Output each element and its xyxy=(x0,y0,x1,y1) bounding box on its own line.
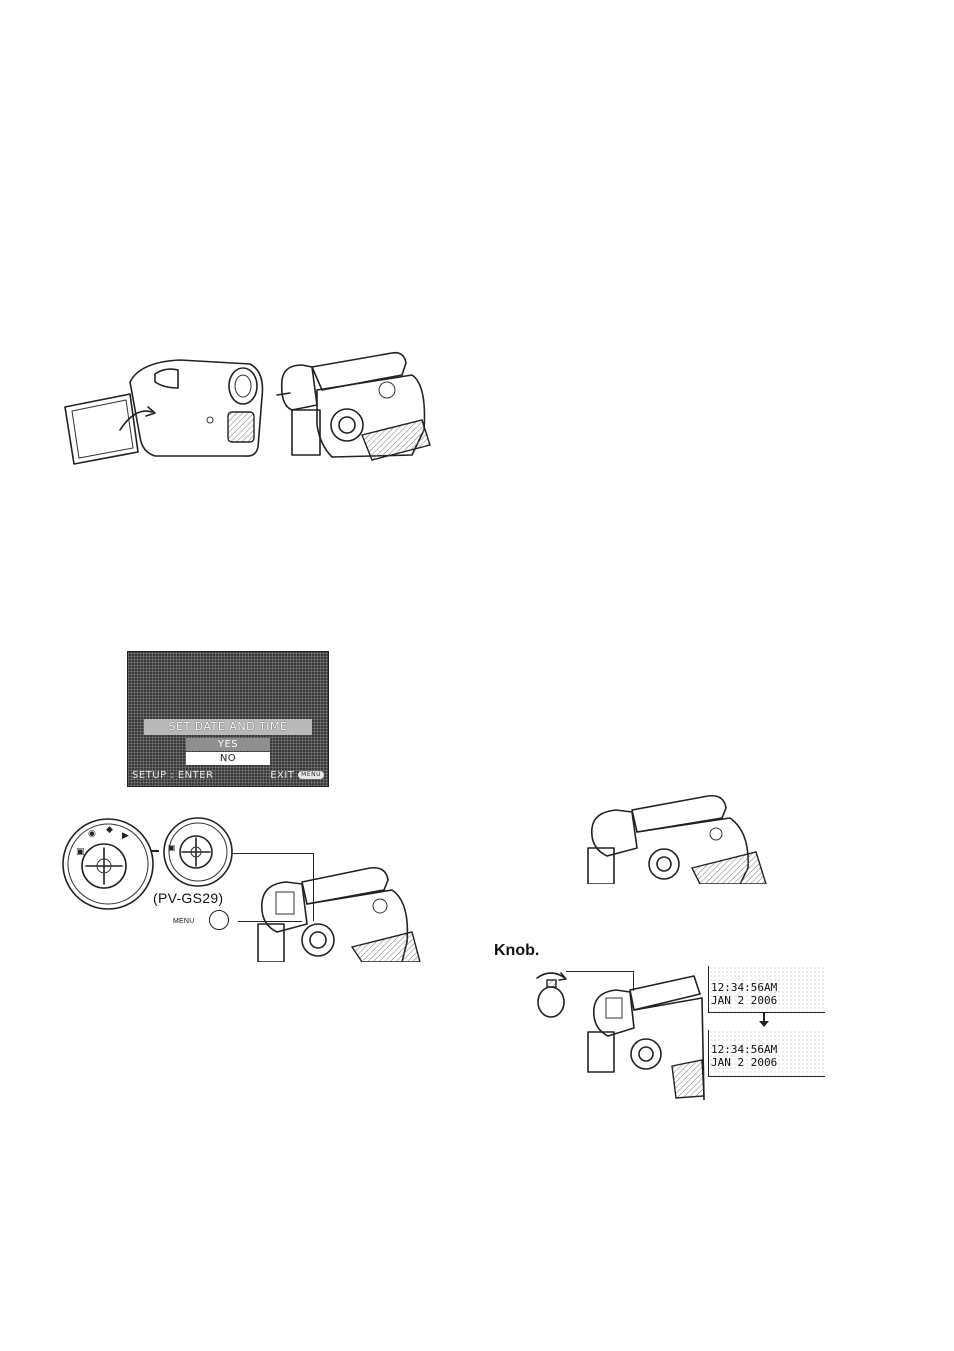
menu-footer-exit: EXIT xyxy=(270,770,294,781)
camcorder-lcd-open-illustration xyxy=(60,352,270,467)
menu-footer-exit-group: EXIT MENU xyxy=(270,769,324,783)
arrow-down-icon xyxy=(758,1012,770,1028)
menu-footer-exit-button: MENU xyxy=(298,771,324,779)
camcorder-right-illustration xyxy=(580,788,770,884)
mode-dial-icon: ▣ ◉ ◆ ▶ xyxy=(58,814,158,914)
leader-line xyxy=(232,853,314,854)
menu-footer: SETUP : ENTER EXIT MENU xyxy=(132,769,324,783)
menu-title: SET DATE AND TIME xyxy=(144,719,312,735)
knob-icon[interactable] xyxy=(531,968,571,1020)
menu-option-no[interactable]: NO xyxy=(186,752,270,765)
svg-text:▶: ▶ xyxy=(122,831,129,841)
arrow-icon xyxy=(151,850,159,852)
time-before: 12:34:56AM xyxy=(709,981,825,994)
camcorder-knob-illustration xyxy=(584,970,706,1100)
knob-label: Knob. xyxy=(494,942,539,960)
svg-text:◉: ◉ xyxy=(88,829,96,839)
time-after: 12:34:56AM xyxy=(709,1043,825,1056)
time-display-before: 12:34:56AM JAN 2 2006 xyxy=(708,966,825,1013)
menu-button-label: MENU xyxy=(173,918,194,925)
svg-text:▣: ▣ xyxy=(168,843,176,852)
set-date-time-menu-screen: SET DATE AND TIME YES NO SETUP : ENTER E… xyxy=(127,651,329,787)
date-before: JAN 2 2006 xyxy=(709,994,825,1007)
time-display-after: 12:34:56AM JAN 2 2006 xyxy=(708,1030,825,1077)
svg-text:◆: ◆ xyxy=(106,825,113,835)
menu-option-yes[interactable]: YES xyxy=(186,738,270,751)
camcorder-viewfinder-illustration xyxy=(272,345,437,470)
model-label: (PV-GS29) xyxy=(153,890,223,906)
joystick-icon: ▣ xyxy=(162,814,234,890)
menu-button-icon[interactable] xyxy=(209,910,229,930)
date-after: JAN 2 2006 xyxy=(709,1056,825,1069)
menu-footer-setup: SETUP : ENTER xyxy=(132,769,214,783)
svg-text:▣: ▣ xyxy=(76,847,85,857)
camcorder-closeup-illustration xyxy=(252,862,432,962)
